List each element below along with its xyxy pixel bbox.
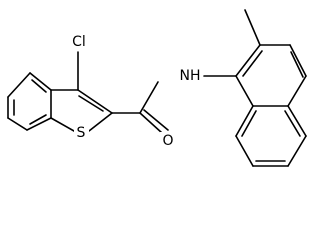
methyl-bond xyxy=(244,9,261,46)
naphthalene-lower-ring xyxy=(235,105,307,167)
chemical-structure: Cl S O NH xyxy=(7,9,307,167)
atom-label-sulfur: S xyxy=(74,124,89,142)
atom-label-amide-nitrogen: NH xyxy=(177,67,203,85)
carboxamide-group xyxy=(111,81,169,134)
chlorine-label: Cl xyxy=(72,34,86,50)
oxygen-label: O xyxy=(162,133,173,149)
sulfur-label: S xyxy=(77,125,86,141)
amide-nitrogen-label: NH xyxy=(180,68,201,84)
benzothiophene-benzene-ring xyxy=(7,72,52,131)
naphthalene-upper-ring xyxy=(235,44,307,107)
thiophene-ring xyxy=(50,89,113,132)
atom-label-chlorine: Cl xyxy=(70,34,90,50)
atom-label-oxygen: O xyxy=(160,132,176,150)
